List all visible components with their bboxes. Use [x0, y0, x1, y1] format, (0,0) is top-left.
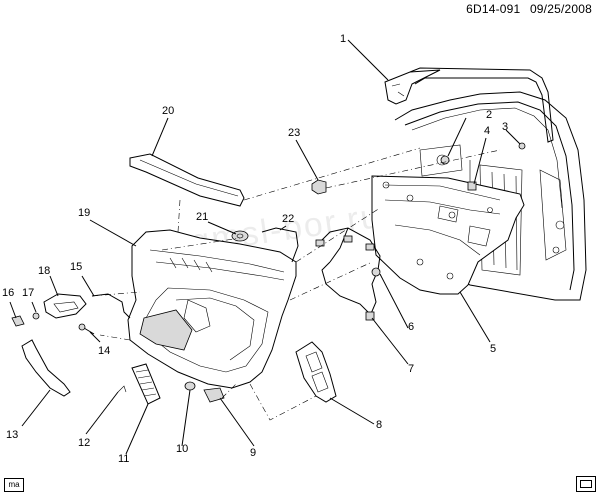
part-5-module-panel — [371, 175, 525, 295]
callout-6: 6 — [408, 321, 414, 333]
alignment-lines — [91, 147, 501, 421]
callout-8: 8 — [376, 419, 382, 431]
part-12-clip — [117, 385, 127, 393]
part-21-grommet — [231, 230, 249, 242]
leader-lines — [9, 39, 521, 455]
callout-18: 18 — [38, 265, 50, 277]
callout-19: 19 — [78, 207, 90, 219]
callout-10: 10 — [176, 443, 188, 455]
part-20-upper-trim — [129, 153, 245, 207]
callout-7: 7 — [408, 363, 414, 375]
callout-labels: 1 2 3 4 5 6 7 8 9 10 11 12 13 14 15 16 1… — [2, 33, 508, 465]
callout-14: 14 — [98, 345, 110, 357]
door-frame — [394, 91, 587, 301]
callout-5: 5 — [490, 343, 496, 355]
part-22-rod — [261, 227, 299, 263]
diagram-header: 6D14-091 09/25/2008 — [460, 2, 592, 16]
callout-20: 20 — [162, 105, 174, 117]
part-13-pull-handle — [21, 339, 71, 397]
callout-1: 1 — [340, 33, 346, 45]
part-4-bracket — [467, 181, 477, 191]
callout-16: 16 — [2, 287, 14, 299]
part-23-nut — [311, 179, 327, 195]
callout-23: 23 — [288, 127, 300, 139]
part-14-screw — [78, 323, 95, 335]
callout-17: 17 — [22, 287, 34, 299]
part-2-fastener — [440, 155, 450, 165]
part-16-cap — [11, 315, 25, 327]
callout-3: 3 — [502, 121, 508, 133]
callout-15: 15 — [70, 261, 82, 273]
part-19-door-trim-panel — [127, 229, 297, 389]
callout-4: 4 — [484, 125, 490, 137]
part-11-grille — [131, 363, 161, 405]
callout-11: 11 — [118, 453, 129, 465]
callout-9: 9 — [250, 447, 256, 459]
callout-12: 12 — [78, 437, 90, 449]
ma-badge: ma — [4, 478, 24, 492]
callout-2: 2 — [486, 109, 492, 121]
camera-icon — [576, 476, 596, 492]
callout-13: 13 — [6, 429, 18, 441]
diagram-date: 09/25/2008 — [529, 2, 592, 16]
part-15-cable — [91, 293, 131, 319]
part-18-handle-bezel — [43, 293, 87, 319]
callout-21: 21 — [196, 211, 208, 223]
callout-22: 22 — [282, 213, 294, 225]
part-6-7-wiring-harness — [315, 227, 381, 321]
part-9-switch — [203, 387, 225, 403]
part-1-frame-molding — [384, 67, 554, 143]
part-10-bulb — [184, 381, 196, 391]
part-8-switch-panel — [295, 341, 337, 403]
part-17-screw — [32, 312, 40, 320]
diagram-ref: 6D14-091 — [466, 2, 521, 16]
part-3-clip — [518, 142, 526, 150]
